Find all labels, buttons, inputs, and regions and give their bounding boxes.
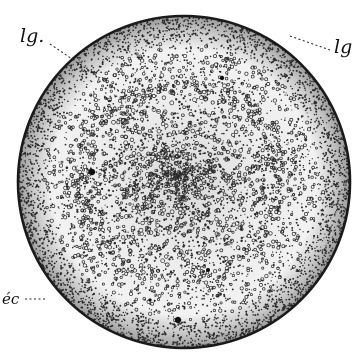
dark-spot [148,298,151,301]
label-lg-right: lg [334,36,352,58]
dark-spot [206,268,210,272]
label-ec: éc [2,290,20,308]
leader-line-lg-right [290,36,330,50]
label-lg-left: lg. [20,25,44,47]
dark-spot [89,169,95,175]
dark-spot [220,76,224,80]
dark-spot [175,317,181,323]
